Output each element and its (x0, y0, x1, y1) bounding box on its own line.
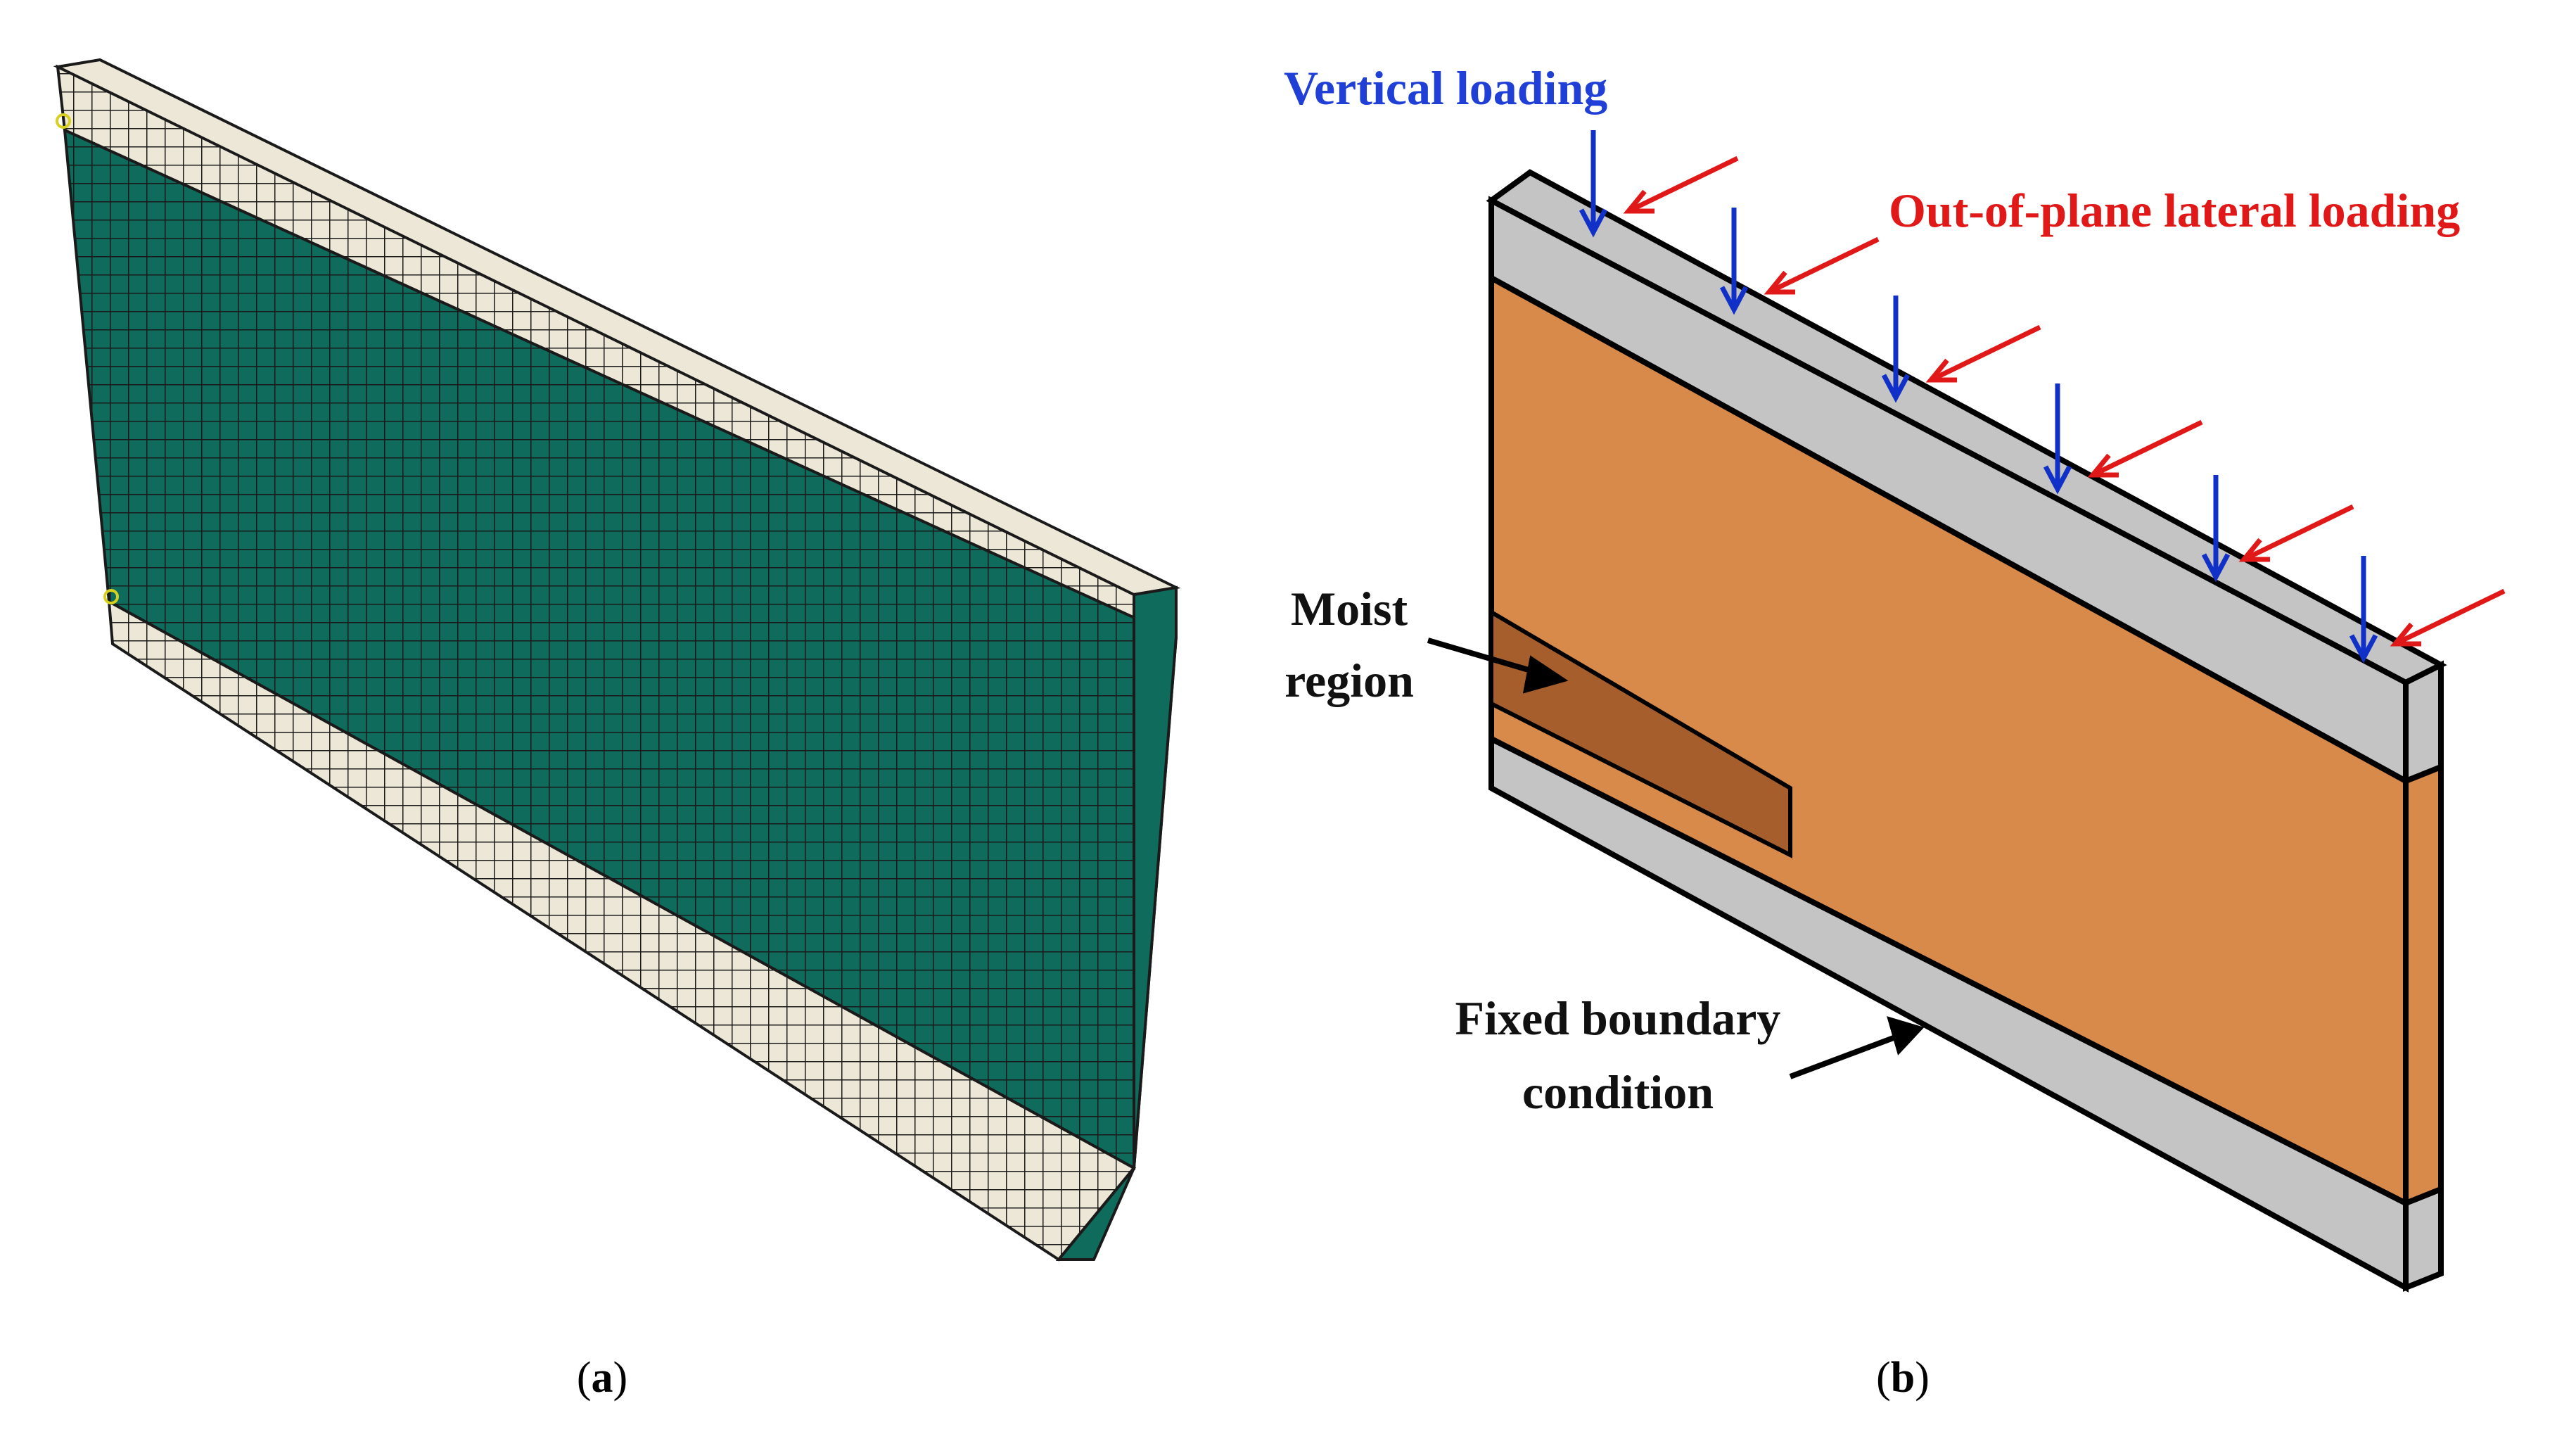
lateral-load-arrows (1623, 156, 2506, 647)
mesh-side-face (1055, 585, 1178, 1261)
fixed-leader-head (1887, 1016, 1925, 1055)
vertical-arrow-5 (2201, 475, 2231, 583)
fixed-leader-line (1789, 1032, 1904, 1079)
lateral-arrow-3 (1925, 324, 2041, 383)
moist-region-label-line1: Moist (1291, 582, 1408, 635)
lateral-arrow-2 (1764, 236, 1880, 295)
lateral-arrow-5 (2238, 504, 2354, 562)
mesh-core-grid (65, 130, 1176, 1168)
mesh-bottom-band-grid (109, 602, 1134, 1260)
wall-side-face-top (2403, 660, 2444, 785)
lateral-arrow-4 (2087, 419, 2203, 478)
moist-leader-head (1522, 655, 1569, 694)
vertical-arrow-2 (1719, 208, 1749, 315)
wall-side-face-core (2403, 763, 2444, 1207)
moist-region-label-line2: region (1284, 654, 1414, 707)
mesh-top-band-grid (58, 67, 1176, 637)
node-marker-top (56, 113, 71, 129)
fixed-boundary-label-line2: condition (1522, 1065, 1714, 1119)
lateral-arrow-1 (1623, 156, 1739, 214)
lateral-loading-label: Out-of-plane lateral loading (1889, 184, 2460, 237)
vertical-arrow-3 (1881, 296, 1911, 403)
vertical-arrow-4 (2043, 383, 2072, 495)
lateral-arrow-6 (2390, 588, 2506, 647)
panel-b-schematic: Vertical loading Out-of-plane lateral lo… (1284, 61, 2506, 1402)
vertical-load-arrows (1579, 130, 2378, 664)
leader-arrows (1427, 638, 1925, 1079)
panel-a-mesh-model: (a) (53, 58, 1181, 1402)
panel-b-caption: (b) (1876, 1354, 1930, 1402)
node-marker-bottom (103, 589, 119, 604)
wall-side-face-bottom (2403, 1185, 2444, 1292)
fixed-boundary-label-line1: Fixed boundary (1455, 991, 1781, 1045)
vertical-arrow-6 (2349, 556, 2378, 664)
vertical-arrow-1 (1579, 130, 1608, 238)
panel-a-caption: (a) (577, 1354, 627, 1402)
vertical-loading-label: Vertical loading (1284, 61, 1607, 115)
moist-region (1489, 608, 1792, 858)
